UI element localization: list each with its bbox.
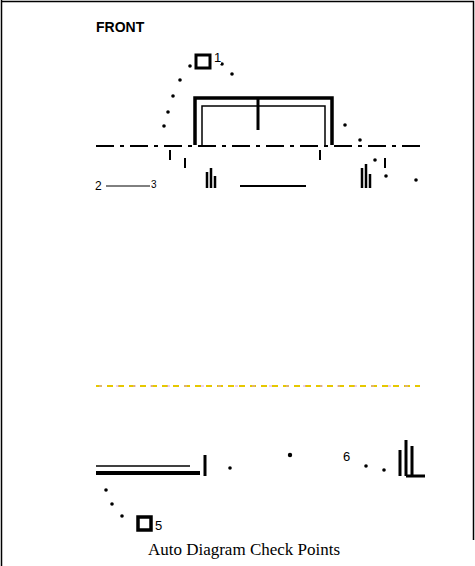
axle-line: [240, 185, 306, 187]
leader-line: [106, 186, 150, 187]
callout-number: 2: [95, 180, 102, 192]
axle-line: [99, 386, 420, 387]
check-square: [138, 517, 151, 530]
check-square: [196, 55, 210, 68]
frame-mark: [170, 150, 385, 168]
bumper-outline: [195, 98, 332, 145]
view-label: FRONT: [96, 20, 144, 34]
bumper-outline: [204, 455, 207, 476]
caption: Auto Diagram Check Points: [148, 541, 340, 558]
callout-number: 1: [214, 51, 221, 64]
frame-line: [1, 0, 3, 566]
bumper-outline: [96, 465, 190, 467]
bumper-outline: [96, 471, 200, 475]
wheel-mark: [207, 168, 215, 188]
axle-line: [96, 385, 420, 387]
wheel-mark: [400, 440, 425, 476]
bumper-outline: [202, 106, 325, 145]
callout-number: 5: [155, 519, 162, 532]
callout-number: 6: [343, 450, 350, 463]
frame-line: [2, 2, 474, 541]
callout-number: 3: [151, 180, 157, 190]
axle-line: [96, 145, 420, 147]
wheel-mark: [362, 164, 370, 188]
dotted-arc: [104, 62, 418, 518]
bumper-outline: [257, 98, 260, 130]
